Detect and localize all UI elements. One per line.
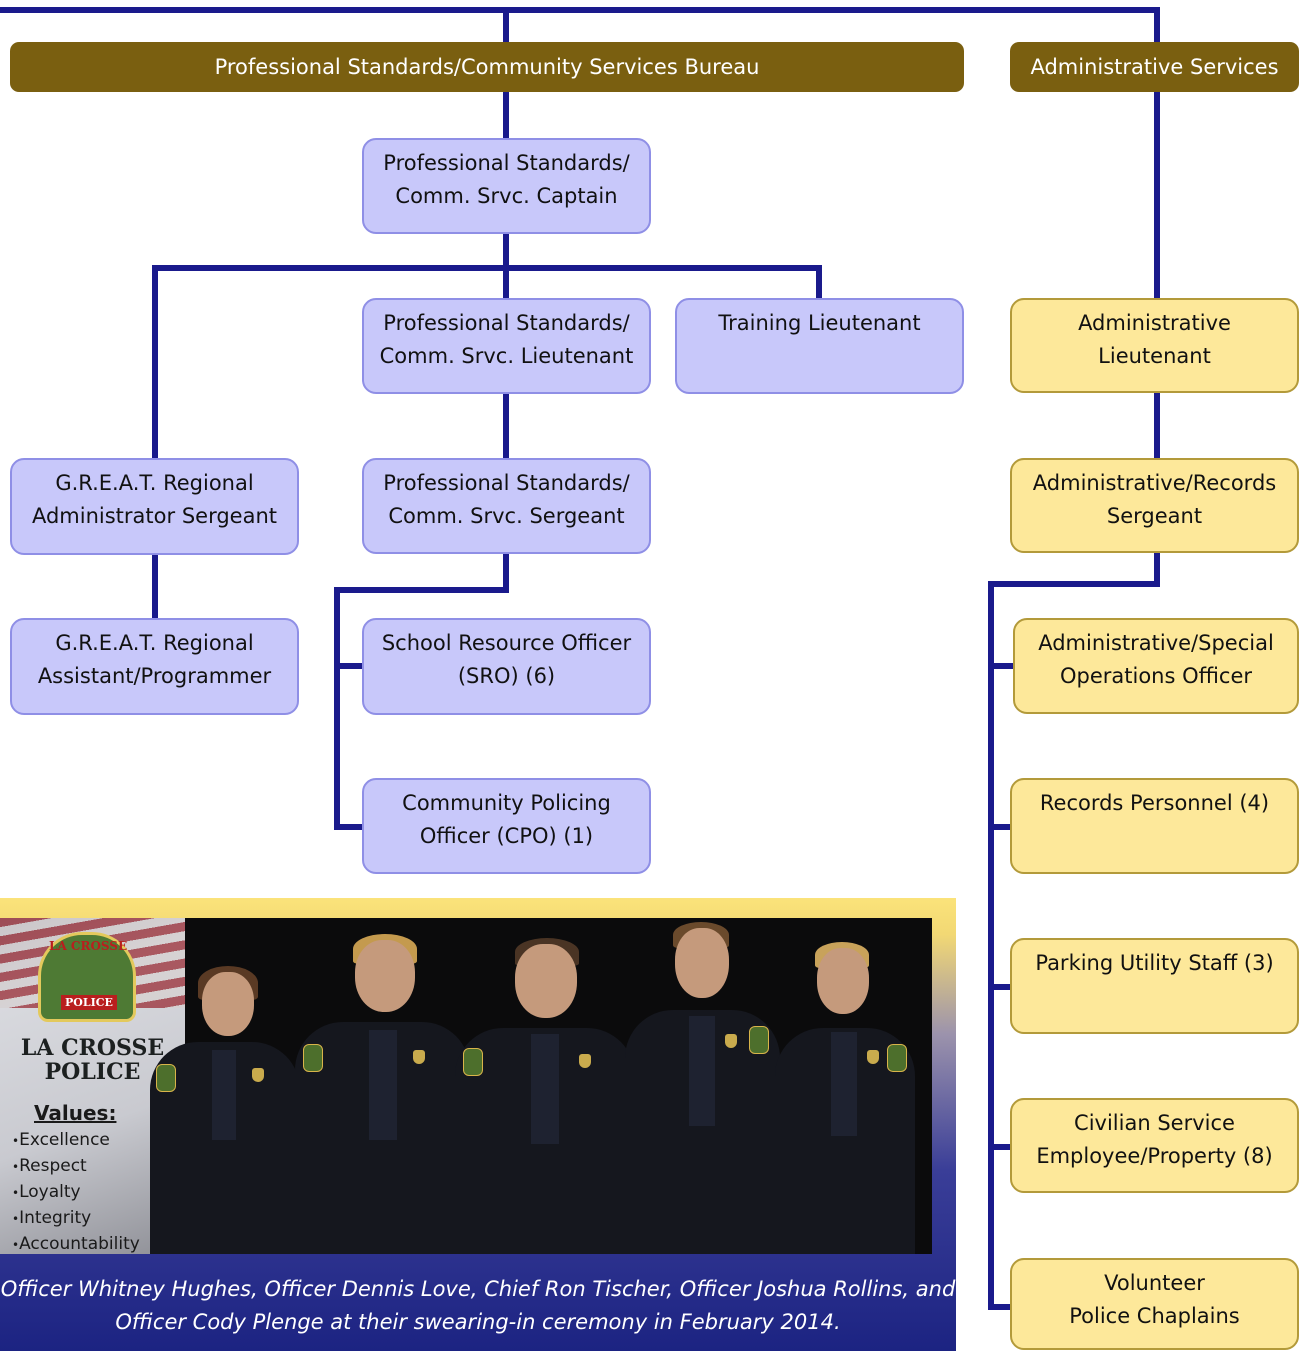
cpo-box: Community Policing Officer (CPO) (1)	[362, 778, 651, 874]
caption-line: Officer Cody Plenge at their swearing-in…	[115, 1310, 841, 1334]
officer-figure	[150, 964, 300, 1254]
records-sergeant-box: Administrative/Records Sergeant	[1010, 458, 1299, 553]
parking-staff-box: Parking Utility Staff (3)	[1010, 938, 1299, 1034]
special-ops-box: Administrative/Special Operations Office…	[1013, 618, 1299, 714]
badge-bottom-text: POLICE	[61, 995, 117, 1010]
value-item: Loyalty	[12, 1180, 140, 1206]
connector-sergeant-branch	[334, 554, 509, 830]
values-heading: Values:	[34, 1101, 117, 1125]
great-sergeant-box: G.R.E.A.T. Regional Administrator Sergea…	[10, 458, 299, 555]
connector-admin-branch	[988, 553, 1160, 1310]
box-line: Employee/Property (8)	[1036, 1144, 1273, 1168]
box-line: Comm. Srvc. Lieutenant	[379, 344, 634, 368]
banner-title-line: POLICE	[44, 1059, 141, 1085]
value-item: Excellence	[12, 1128, 140, 1154]
box-line: Professional Standards/	[383, 471, 630, 495]
box-line: Comm. Srvc. Captain	[395, 184, 618, 208]
officer-figure	[455, 938, 635, 1254]
box-line: School Resource Officer	[381, 631, 632, 655]
civilian-service-box: Civilian Service Employee/Property (8)	[1010, 1098, 1299, 1193]
box-line: Professional Standards/	[383, 311, 630, 335]
police-badge-logo: LA CROSSE POLICE	[38, 932, 136, 1022]
training-lieutenant-box: Training Lieutenant	[675, 298, 964, 394]
box-line: Professional Standards/	[383, 151, 630, 175]
connector-lieutenant-bar	[152, 265, 822, 460]
great-assistant-box: G.R.E.A.T. Regional Assistant/Programmer	[10, 618, 299, 715]
values-list: Excellence Respect Loyalty Integrity Acc…	[12, 1128, 140, 1254]
box-line: Administrative	[1078, 311, 1231, 335]
value-item: Accountability	[12, 1232, 140, 1254]
box-line: Assistant/Programmer	[37, 664, 272, 688]
value-item: Integrity	[12, 1206, 140, 1232]
bureau-administrative-services: Administrative Services	[1010, 42, 1299, 92]
ps-lieutenant-box: Professional Standards/ Comm. Srvc. Lieu…	[362, 298, 651, 394]
connector-top-bar	[0, 7, 1160, 300]
box-line: Administrative/Records	[1032, 471, 1277, 495]
box-line: Records Personnel (4)	[1039, 791, 1270, 815]
box-line: Administrator Sergeant	[31, 504, 277, 528]
box-line: Civilian Service	[1074, 1111, 1235, 1135]
officer-figure	[775, 942, 915, 1254]
box-line: Training Lieutenant	[718, 311, 921, 335]
box-line: Sergeant	[1106, 504, 1203, 528]
box-line: Officer (CPO) (1)	[419, 824, 594, 848]
box-line: Lieutenant	[1098, 344, 1211, 368]
box-line: Comm. Srvc. Sergeant	[388, 504, 625, 528]
box-line: (SRO) (6)	[457, 664, 556, 688]
box-line: Parking Utility Staff (3)	[1035, 951, 1274, 975]
chaplains-box: Volunteer Police Chaplains	[1010, 1258, 1299, 1350]
admin-lieutenant-box: Administrative Lieutenant	[1010, 298, 1299, 393]
banner-title-line: LA CROSSE	[20, 1035, 165, 1061]
captain-box: Professional Standards/ Comm. Srvc. Capt…	[362, 138, 651, 234]
swearing-in-photo: LA CROSSE POLICE LA CROSSE POLICE Values…	[0, 918, 932, 1254]
officer-figure	[625, 922, 780, 1254]
box-line: G.R.E.A.T. Regional	[55, 471, 254, 495]
box-line: Volunteer	[1104, 1271, 1205, 1295]
sro-box: School Resource Officer (SRO) (6)	[362, 618, 651, 715]
badge-top-text: LA CROSSE	[49, 939, 128, 953]
box-line: Administrative/Special	[1038, 631, 1274, 655]
box-line: Community Policing	[402, 791, 611, 815]
officer-figure	[295, 934, 470, 1254]
bureau-professional-standards: Professional Standards/Community Service…	[10, 42, 964, 92]
photo-caption: Officer Whitney Hughes, Officer Dennis L…	[0, 1273, 956, 1339]
box-line: Operations Officer	[1059, 664, 1253, 688]
box-line: G.R.E.A.T. Regional	[55, 631, 254, 655]
ps-sergeant-box: Professional Standards/ Comm. Srvc. Serg…	[362, 458, 651, 554]
caption-line: Officer Whitney Hughes, Officer Dennis L…	[0, 1277, 956, 1301]
banner-title: LA CROSSE POLICE	[0, 1036, 185, 1084]
value-item: Respect	[12, 1154, 140, 1180]
photo-section: LA CROSSE POLICE LA CROSSE POLICE Values…	[0, 898, 956, 1351]
box-line: Police Chaplains	[1069, 1304, 1240, 1328]
records-personnel-box: Records Personnel (4)	[1010, 778, 1299, 874]
